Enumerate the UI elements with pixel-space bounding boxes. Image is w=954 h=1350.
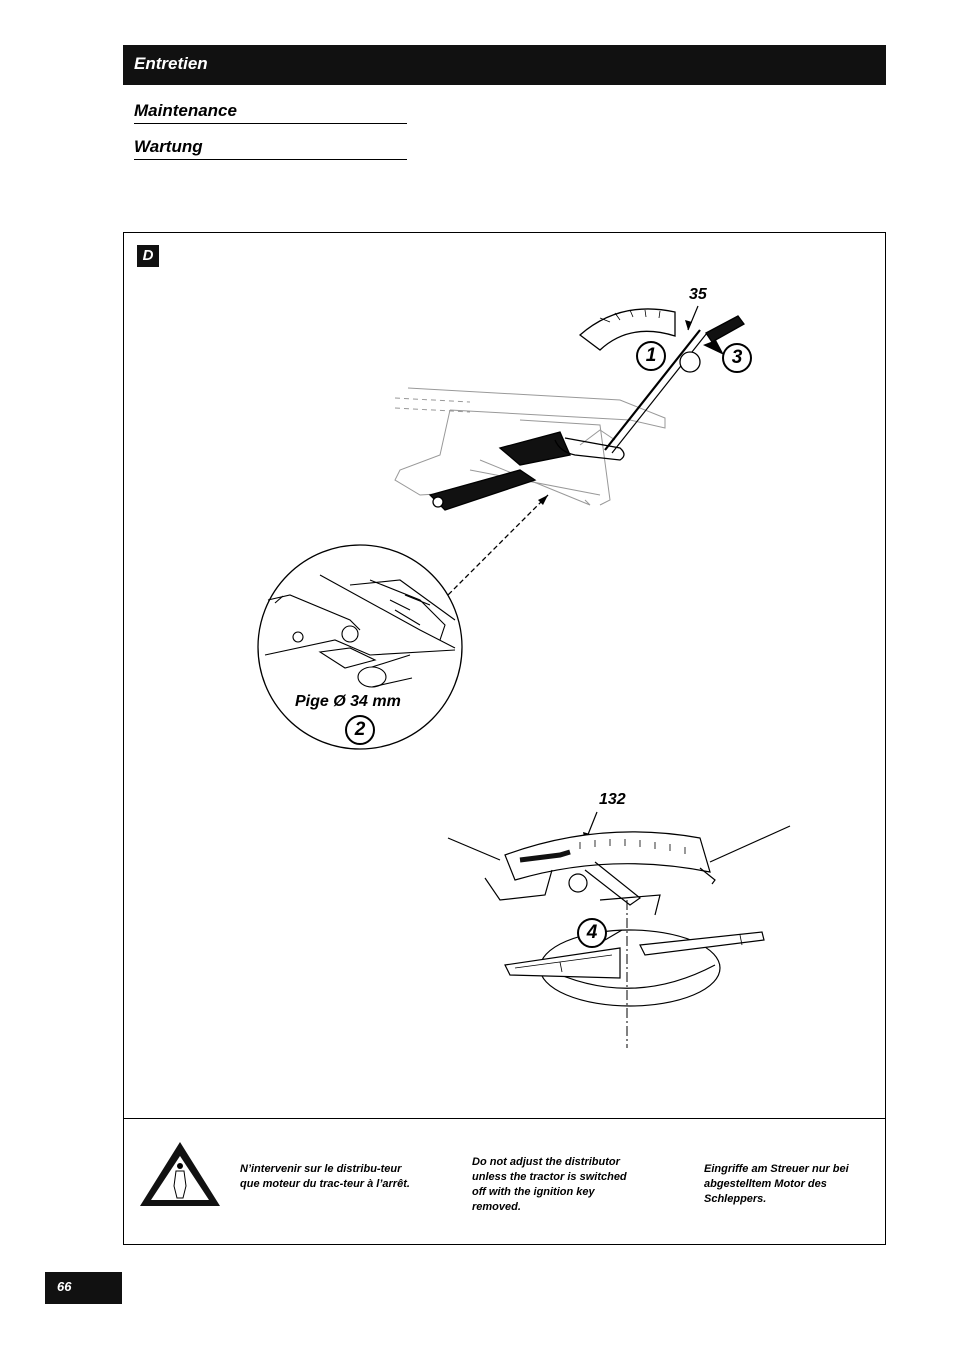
step-4-marker: 4 xyxy=(577,918,607,948)
spreader-assembly-bottom xyxy=(447,825,791,1007)
callout-132: 132 xyxy=(599,791,626,808)
step-1-marker: 1 xyxy=(636,341,666,371)
figure-frame xyxy=(123,232,886,1245)
section-label: D xyxy=(137,245,159,267)
header-title: Entretien xyxy=(134,54,208,73)
page-number: 66 xyxy=(57,1279,72,1294)
arrow-to-3 xyxy=(703,340,724,355)
figure-divider xyxy=(123,1118,886,1119)
warning-text-fr: N’intervenir sur le distribu-teur que mo… xyxy=(240,1163,410,1190)
page-number-badge: 66 xyxy=(45,1272,122,1304)
distributor-assembly-top xyxy=(394,308,745,511)
callout-35: 35 xyxy=(689,286,707,303)
warning-text-de: Eingriffe am Streuer nur bei abgestellte… xyxy=(704,1163,849,1205)
warning-triangle-person-icon xyxy=(140,1142,220,1206)
step-3-marker: 3 xyxy=(722,343,752,373)
detail-link-line xyxy=(444,494,549,599)
gauge-label: Pige Ø 34 mm xyxy=(295,693,401,710)
header-bar: Entretien xyxy=(123,45,886,85)
subtitle-wartung: Wartung xyxy=(134,137,407,160)
warning-text-en: Do not adjust the distributor unless the… xyxy=(472,1156,627,1213)
subtitle-maintenance: Maintenance xyxy=(134,101,407,124)
step-2-marker: 2 xyxy=(345,715,375,745)
detail-circle xyxy=(257,544,463,750)
